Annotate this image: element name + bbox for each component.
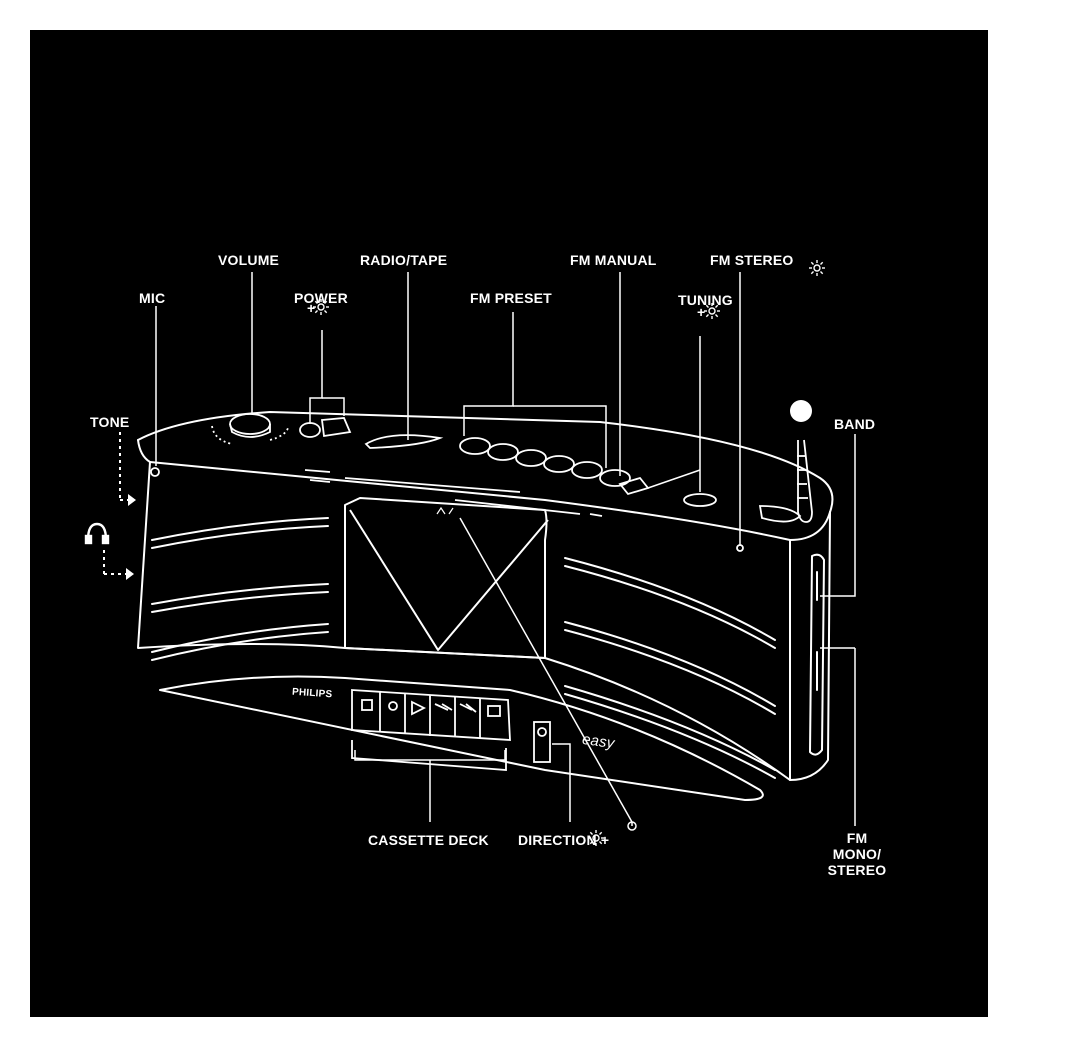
- cassette-deck-label: CASSETTE DECK: [368, 832, 489, 848]
- speaker-grille-left: [151, 517, 329, 661]
- fm-stereo-light-icon: [808, 259, 826, 277]
- volume-label: VOLUME: [218, 252, 280, 268]
- leader-lines: [155, 272, 856, 831]
- mic-label: MIC: [139, 290, 166, 306]
- diagram-background: [30, 30, 988, 1017]
- direction-label: DIRECTION +: [518, 832, 610, 848]
- fm-preset-label: FM PRESET: [470, 290, 552, 306]
- power-label: POWER: [294, 290, 348, 306]
- power-plus: +: [307, 300, 316, 316]
- radio-tape-label: RADIO/TAPE: [360, 252, 448, 268]
- antenna-tip: [790, 400, 812, 422]
- tone-headphone-pointers: [103, 432, 128, 575]
- band-label: BAND: [834, 416, 876, 432]
- tone-label: TONE: [90, 414, 130, 430]
- tuning-plus: +: [697, 304, 706, 320]
- fm-mono-stereo-label: FM MONO/ STEREO: [827, 830, 887, 878]
- headphones-icon: [84, 522, 110, 545]
- cassette-window: [344, 497, 549, 659]
- tuning-label: TUNING: [678, 292, 733, 308]
- fm-manual-label: FM MANUAL: [570, 252, 657, 268]
- device-outline: [137, 411, 834, 801]
- brand-logo: PHILIPS: [291, 686, 333, 701]
- cassette-keys: [351, 689, 551, 771]
- speaker-grille-right: [564, 557, 776, 779]
- antenna: [797, 439, 813, 523]
- top-controls: [150, 413, 802, 552]
- fm-stereo-label: FM STEREO: [710, 252, 794, 268]
